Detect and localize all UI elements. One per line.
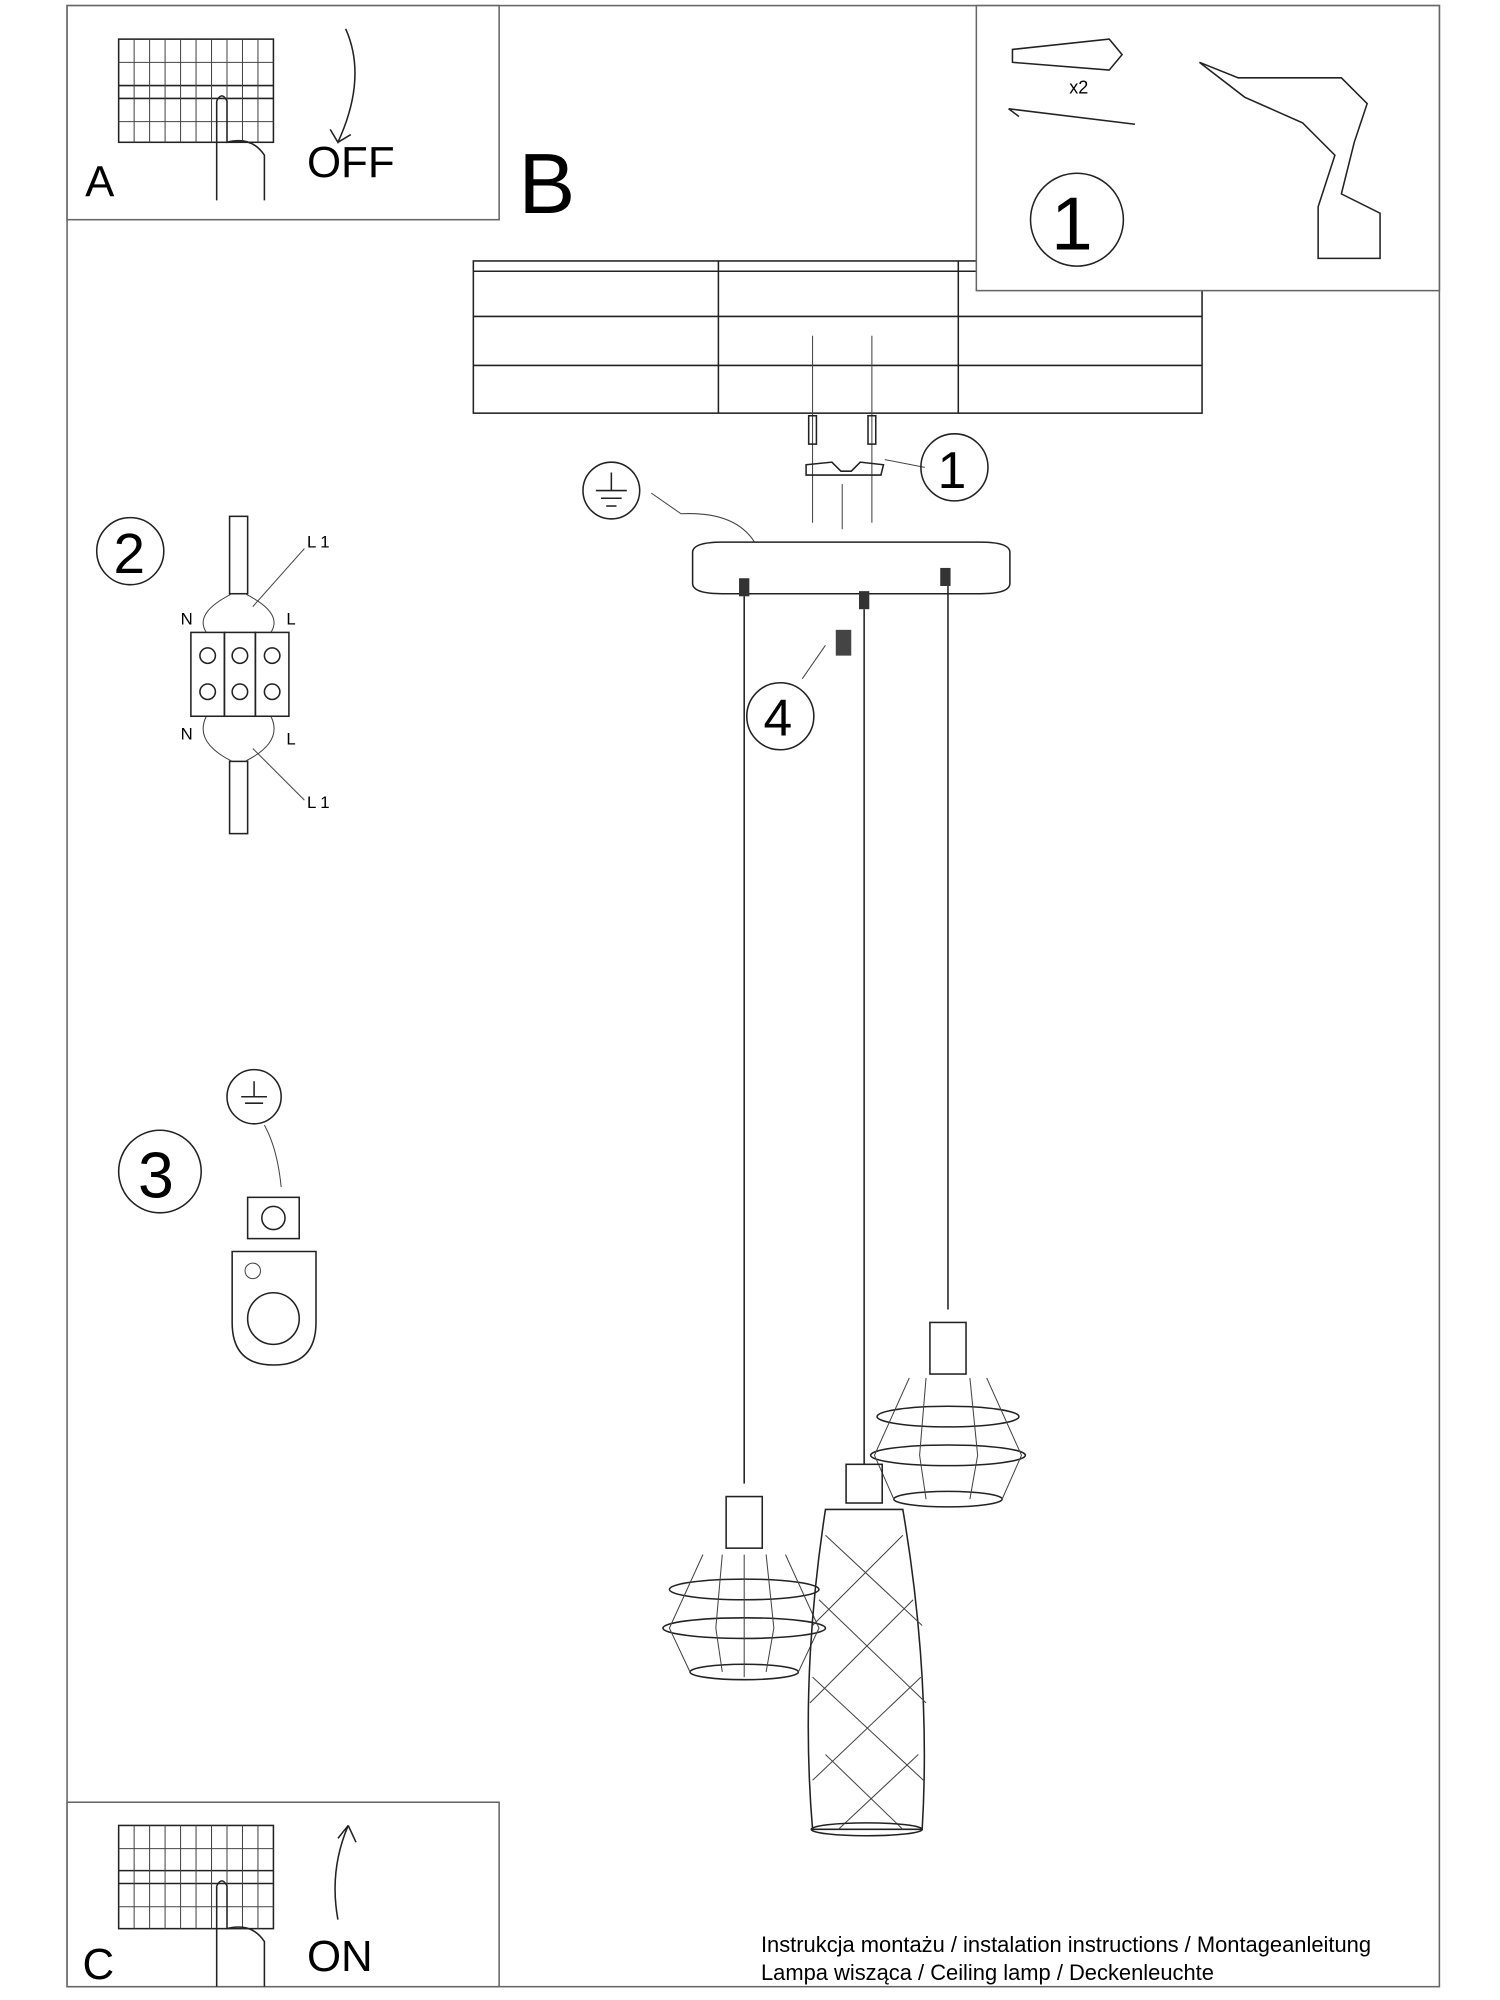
arrow-down-icon [329, 28, 356, 144]
callout-bracket: 1 [938, 441, 967, 499]
callout-screw: 4 [764, 689, 793, 747]
pendant-long-shade [807, 1463, 927, 1837]
panel-c-letter: C [83, 1940, 115, 1989]
label-l-bottom: L [286, 730, 295, 749]
hand-icon [215, 1880, 266, 1987]
ground-symbol-icon [582, 461, 755, 543]
off-label: OFF [307, 138, 395, 187]
panel-tools: x2 1 [975, 4, 1441, 292]
step-3-ground: 3 [117, 1068, 317, 1366]
drill-icon [1199, 61, 1381, 260]
step-2-number: 2 [113, 523, 145, 586]
label-l1-bottom: L 1 [307, 793, 330, 812]
footer-product-type: Lampa wisząca / Ceiling lamp / Deckenleu… [761, 1960, 1214, 1985]
pendant-cage-left [662, 1495, 827, 1681]
footer-instructions: Instrukcja montażu / instalation instruc… [761, 1932, 1371, 1957]
label-l1-top: L 1 [307, 532, 330, 551]
panel-b-letter: B [518, 137, 575, 232]
panel-a-letter: A [85, 157, 115, 206]
step-circle [1029, 172, 1125, 267]
breaker-panel-icon [117, 38, 275, 144]
tools-step-number: 1 [1051, 181, 1093, 265]
step-2-wiring: 2 L 1 N L N L L 1 [95, 515, 330, 835]
arrow-up-icon [334, 1824, 357, 1920]
on-label: ON [307, 1932, 373, 1981]
breaker-panel-icon [117, 1824, 275, 1930]
panel-a: A OFF [66, 4, 500, 221]
label-n-top: N [181, 610, 193, 629]
screw-callout: 4 [746, 629, 852, 751]
canopy [691, 541, 1011, 610]
hand-icon [215, 95, 266, 201]
mounting-bracket: 1 [805, 335, 989, 530]
panel-c: C ON [66, 1801, 500, 1989]
step-3-number: 3 [138, 1139, 174, 1211]
quantity-label: x2 [1069, 77, 1088, 97]
pendant-cage-right [869, 1321, 1027, 1508]
label-n-bottom: N [181, 724, 193, 743]
wall-plug-icon [1011, 38, 1124, 71]
label-l-top: L [286, 610, 295, 629]
outer-frame [66, 4, 1441, 1988]
screw-icon [1008, 108, 1136, 126]
